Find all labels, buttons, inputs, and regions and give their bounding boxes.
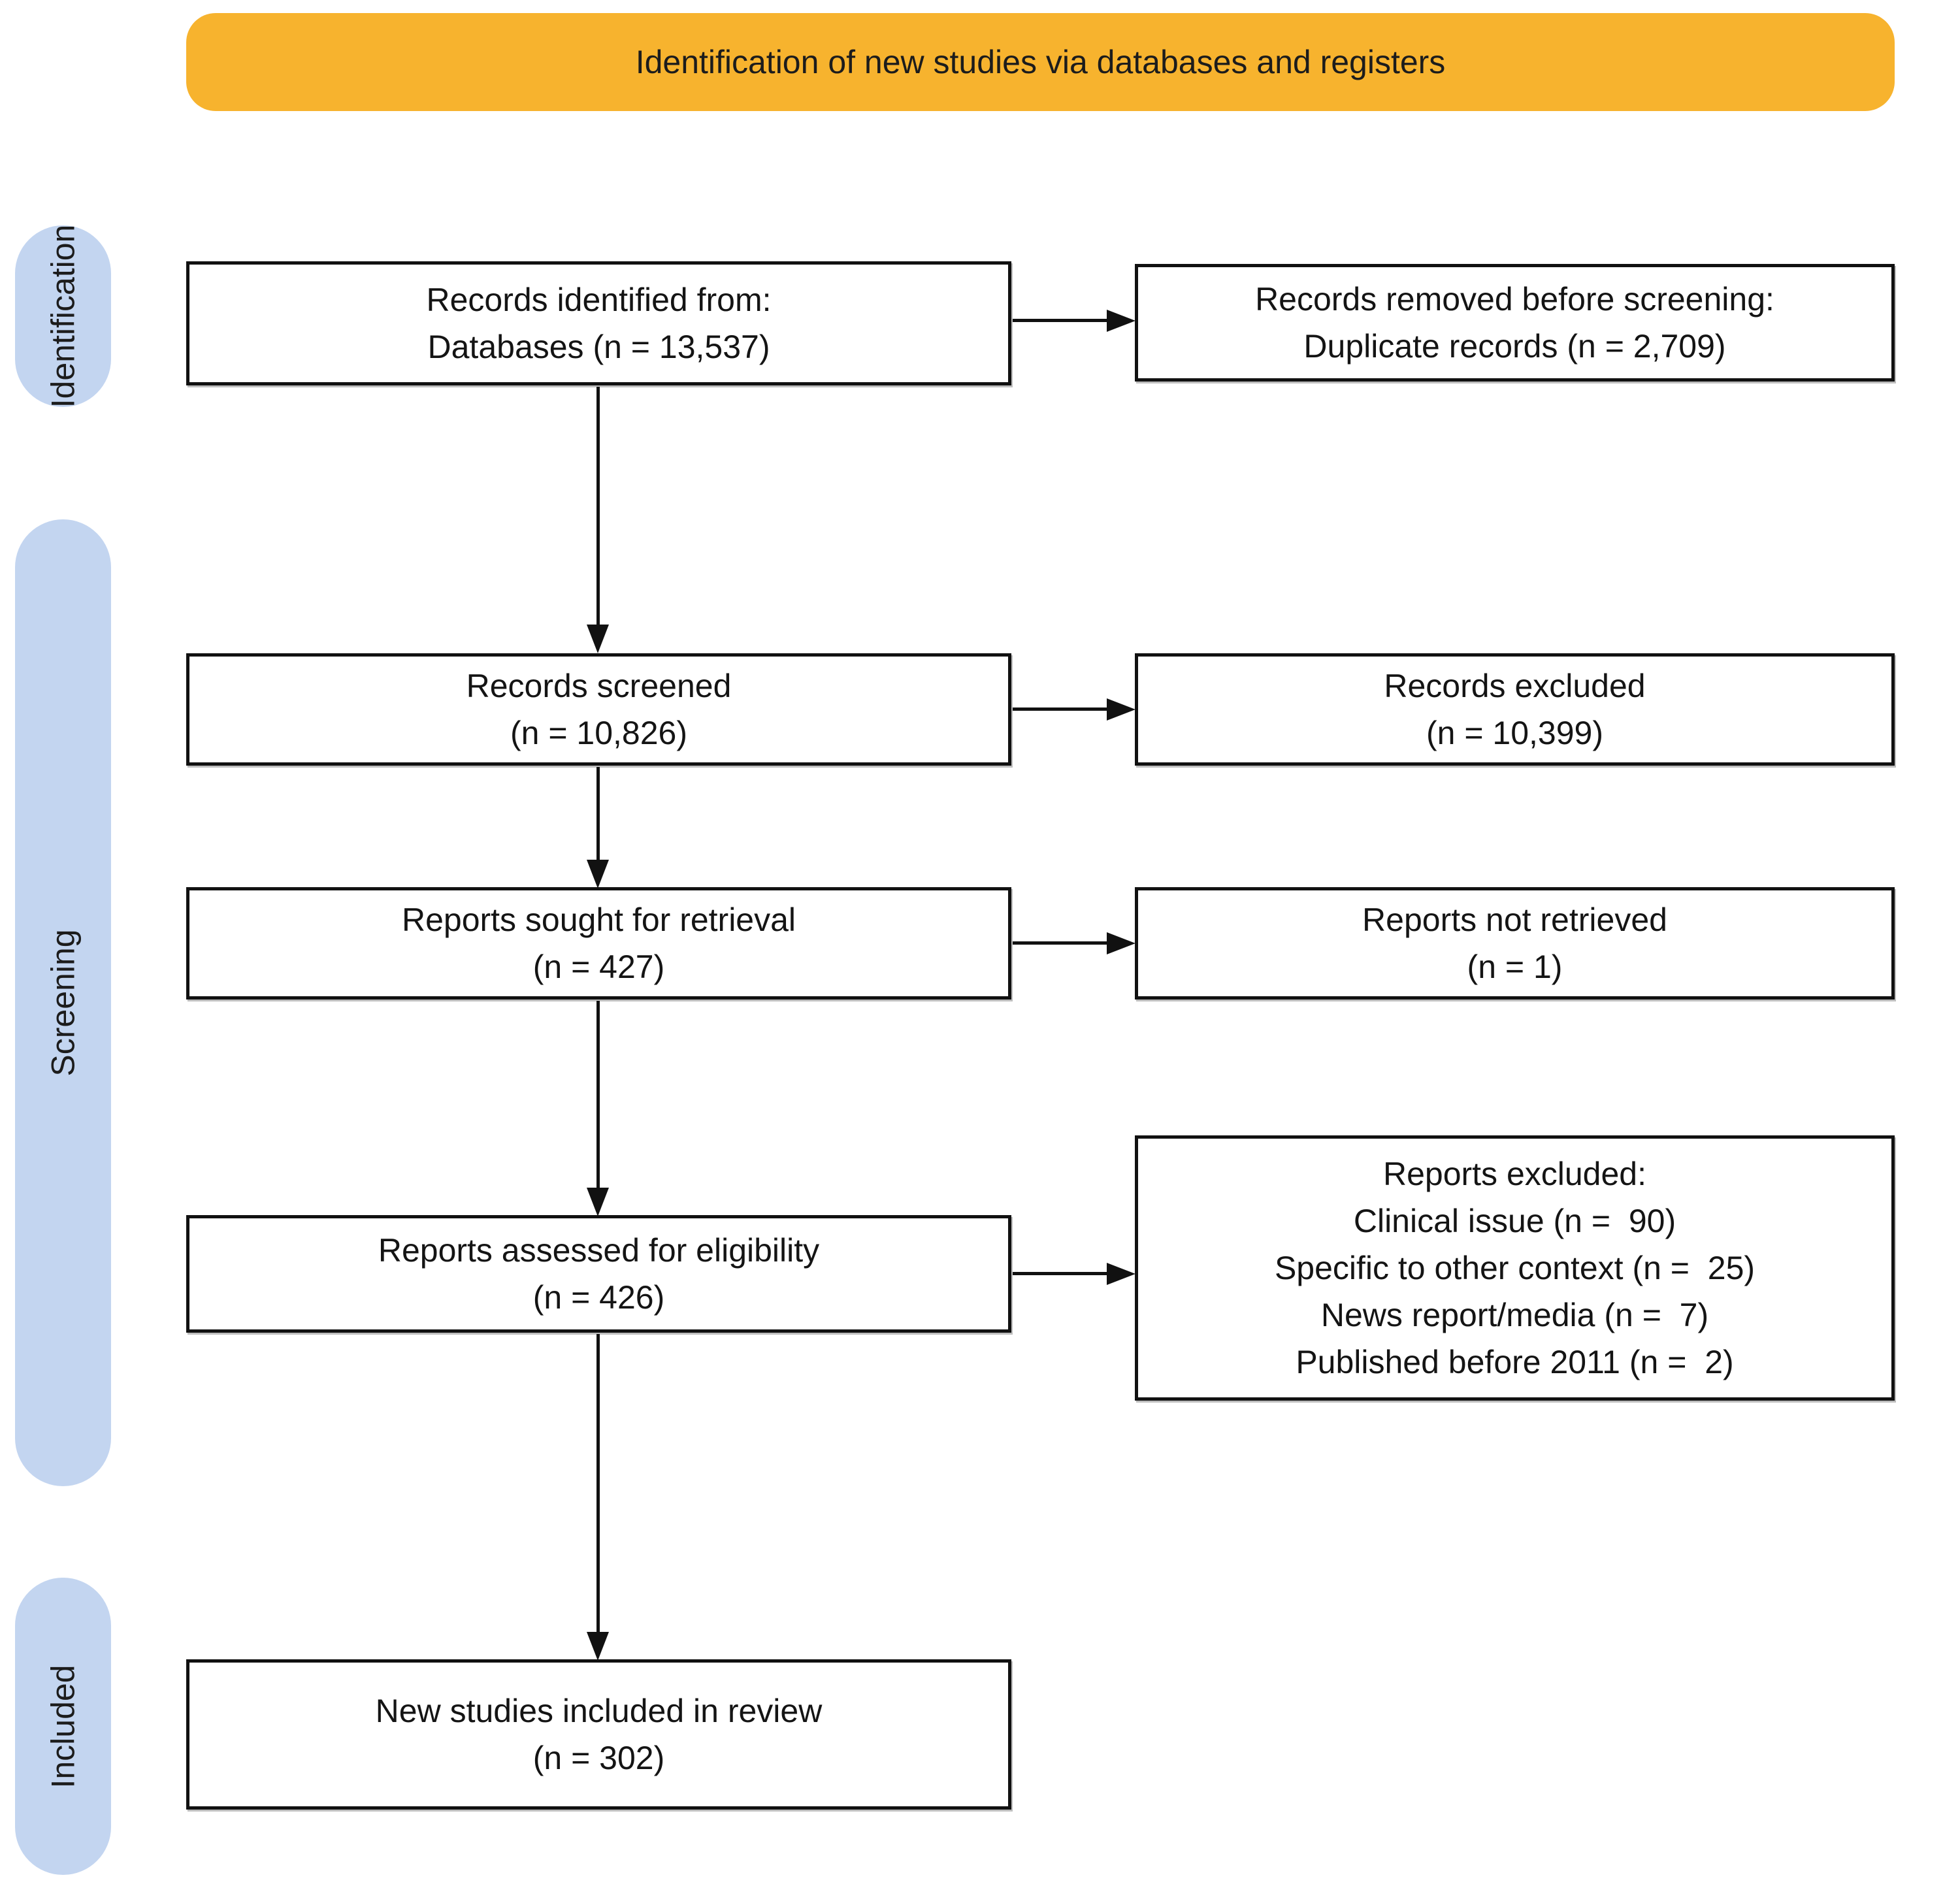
box-reports-excluded: Reports excluded: Clinical issue (n = 90… [1135, 1135, 1895, 1401]
box-reports-sought: Reports sought for retrieval (n = 427) [186, 887, 1011, 1000]
arrow-down-line-3 [596, 1001, 600, 1189]
box-line: (n = 302) [532, 1740, 665, 1776]
stage-label-screening: Screening [44, 929, 82, 1077]
stage-pill-screening: Screening [15, 519, 111, 1486]
arrowhead-down-icon [587, 860, 609, 888]
box-line: Reports not retrieved [1362, 902, 1667, 938]
arrow-right-line-4 [1013, 1272, 1108, 1275]
banner-title: Identification of new studies via databa… [635, 44, 1446, 80]
arrowhead-right-icon [1107, 698, 1135, 721]
arrowhead-right-icon [1107, 310, 1135, 332]
box-reports-assessed: Reports assessed for eligibility (n = 42… [186, 1215, 1011, 1333]
arrow-right-line-1 [1013, 319, 1108, 322]
arrowhead-down-icon [587, 625, 609, 653]
box-line: (n = 427) [532, 949, 665, 985]
box-line: New studies included in review [375, 1693, 823, 1729]
arrow-down-line-2 [596, 767, 600, 861]
box-line: Duplicate records (n = 2,709) [1303, 328, 1726, 365]
stage-label-included: Included [44, 1664, 82, 1789]
box-line: News report/media (n = 7) [1320, 1297, 1709, 1333]
box-records-identified: Records identified from: Databases (n = … [186, 261, 1011, 385]
stage-label-identification: Identification [44, 224, 82, 408]
arrow-down-line-4 [596, 1334, 600, 1633]
box-line: Reports sought for retrieval [401, 902, 796, 938]
box-line: Clinical issue (n = 90) [1353, 1203, 1676, 1239]
box-line: (n = 10,826) [510, 715, 688, 751]
arrow-right-line-3 [1013, 941, 1108, 945]
box-line: Records identified from: [426, 282, 772, 318]
box-records-excluded: Records excluded (n = 10,399) [1135, 653, 1895, 766]
box-line: Reports excluded: [1382, 1156, 1646, 1192]
box-reports-not-retrieved: Reports not retrieved (n = 1) [1135, 887, 1895, 1000]
box-new-studies: New studies included in review (n = 302) [186, 1659, 1011, 1810]
box-line: Databases (n = 13,537) [427, 329, 770, 365]
arrow-right-line-2 [1013, 707, 1108, 711]
box-records-screened: Records screened (n = 10,826) [186, 653, 1011, 766]
box-line: (n = 426) [532, 1279, 665, 1316]
box-line: Specific to other context (n = 25) [1274, 1250, 1756, 1286]
box-line: Records screened [466, 668, 732, 704]
arrow-down-line-1 [596, 387, 600, 626]
arrowhead-right-icon [1107, 1263, 1135, 1285]
box-line: Records removed before screening: [1255, 281, 1774, 317]
box-records-removed: Records removed before screening: Duplic… [1135, 264, 1895, 382]
box-line: Records excluded [1384, 668, 1646, 704]
arrowhead-down-icon [587, 1632, 609, 1661]
arrowhead-down-icon [587, 1188, 609, 1216]
stage-pill-identification: Identification [15, 224, 111, 408]
box-line: Reports assessed for eligibility [378, 1232, 820, 1269]
box-line: (n = 1) [1467, 949, 1563, 985]
banner: Identification of new studies via databa… [186, 13, 1895, 111]
stage-pill-included: Included [15, 1578, 111, 1875]
box-line: (n = 10,399) [1426, 715, 1604, 751]
arrowhead-right-icon [1107, 932, 1135, 954]
box-line: Published before 2011 (n = 2) [1296, 1344, 1734, 1380]
